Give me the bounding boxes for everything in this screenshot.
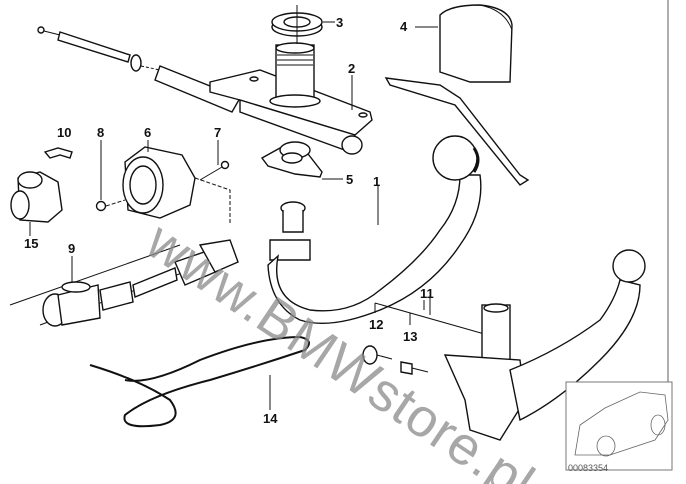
callout-5: 5	[346, 172, 354, 187]
mounting-bracket	[209, 42, 373, 155]
callout-8: 8	[97, 125, 105, 140]
callout-6: 6	[144, 125, 152, 140]
cover-box	[384, 4, 530, 186]
bowden-cable	[37, 26, 242, 113]
slotted-nut	[271, 5, 323, 44]
tow-bar-ball-neck	[267, 135, 482, 324]
callout-9: 9	[68, 241, 76, 256]
callout-14: 14	[263, 411, 278, 426]
image-code: 00083354	[568, 463, 609, 473]
callout-7: 7	[214, 125, 222, 140]
leader-lines	[29, 21, 438, 410]
socket-housing	[122, 146, 196, 219]
screw	[199, 160, 230, 181]
car-thumbnail	[565, 381, 673, 471]
nut-8	[95, 140, 107, 212]
callout-1: 1	[373, 174, 381, 189]
callout-4: 4	[400, 19, 408, 34]
detachable-tow-bar	[374, 249, 646, 441]
adapter-plug	[10, 171, 63, 223]
key	[400, 361, 429, 375]
callout-3: 3	[336, 15, 344, 30]
callout-15: 15	[24, 236, 39, 251]
callout-2: 2	[348, 61, 356, 76]
socket-with-cable	[9, 239, 239, 327]
callout-13: 13	[403, 329, 418, 344]
lock-cylinder	[362, 345, 393, 365]
callout-11: 11	[420, 286, 434, 301]
clip	[43, 147, 73, 159]
callout-10: 10	[57, 125, 72, 140]
callout-12: 12	[369, 317, 384, 332]
wire-harness	[89, 335, 310, 428]
locking-collar	[260, 141, 323, 178]
